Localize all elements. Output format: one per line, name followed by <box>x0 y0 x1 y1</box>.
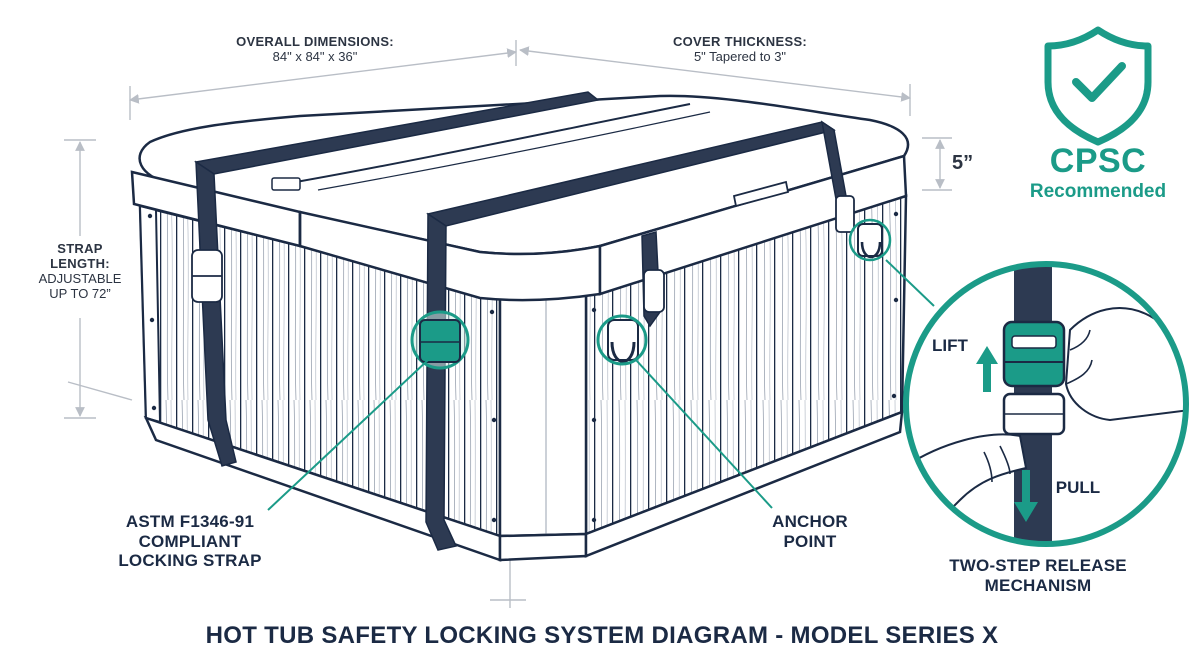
overall-dimensions-value: 84" x 84" x 36" <box>272 48 358 64</box>
highlight-circles <box>410 218 892 370</box>
release-callout-line-2: MECHANISM <box>984 575 1092 595</box>
strap-callout-line-2: COMPLIANT <box>138 531 242 551</box>
anchor-callout: ANCHOR POINT <box>740 512 880 551</box>
diagram-title: HOT TUB SAFETY LOCKING SYSTEM DIAGRAM - … <box>205 622 999 649</box>
overall-dimension-line <box>129 40 517 120</box>
strap-length-heading-1: STRAP <box>57 241 103 256</box>
cpsc-badge-subtitle: Recommended <box>1029 181 1167 203</box>
cover-thickness-value: 5" Tapered to 3" <box>693 48 787 64</box>
strap-callout: ASTM F1346-91 COMPLIANT LOCKING STRAP <box>90 512 290 571</box>
strap-length-value-1: ADJUSTABLE <box>38 270 122 286</box>
lift-label: LIFT <box>932 336 968 355</box>
callout-leaders <box>267 259 935 511</box>
shield-check-icon <box>1044 26 1152 146</box>
magnified-inset <box>903 261 1189 547</box>
overall-dimensions-heading: OVERALL DIMENSIONS: <box>236 34 394 49</box>
release-mechanism-callout: TWO-STEP RELEASE MECHANISM <box>920 556 1156 595</box>
strap-length-value-2: UP TO 72” <box>49 285 111 301</box>
strap-buckles <box>191 195 855 313</box>
anchor-callout-line-1: ANCHOR <box>772 512 848 531</box>
cover-height-marker-label: 5” <box>952 152 974 174</box>
cover-height-marker <box>922 137 952 191</box>
cover-thickness-label: COVER THICKNESS: 5" Tapered to 3" <box>640 34 840 65</box>
cpsc-badge: CPSC Recommended <box>1010 142 1186 203</box>
cpsc-badge-title: CPSC <box>1049 142 1147 180</box>
pull-arrow-icon <box>1014 470 1038 522</box>
thickness-dimension-line <box>519 46 911 116</box>
hot-tub-cover <box>130 94 910 302</box>
strap-callout-line-3: LOCKING STRAP <box>118 551 262 571</box>
strap-length-dimension-line <box>64 139 133 419</box>
overall-dimensions-label: OVERALL DIMENSIONS: 84" x 84" x 36" <box>210 34 420 65</box>
pull-label: PULL <box>1055 478 1101 497</box>
release-callout-line-1: TWO-STEP RELEASE <box>949 556 1127 575</box>
locking-straps <box>194 91 847 551</box>
strap-length-label: STRAP LENGTH: ADJUSTABLE UP TO 72” <box>22 241 138 302</box>
cover-thickness-heading: COVER THICKNESS: <box>672 34 808 49</box>
lift-arrow-icon <box>976 346 998 392</box>
anchor-callout-line-2: POINT <box>783 531 837 551</box>
strap-length-heading-2: LENGTH: <box>50 255 110 271</box>
anchor-points <box>607 223 883 363</box>
strap-callout-line-1: ASTM F1346-91 <box>125 512 255 531</box>
